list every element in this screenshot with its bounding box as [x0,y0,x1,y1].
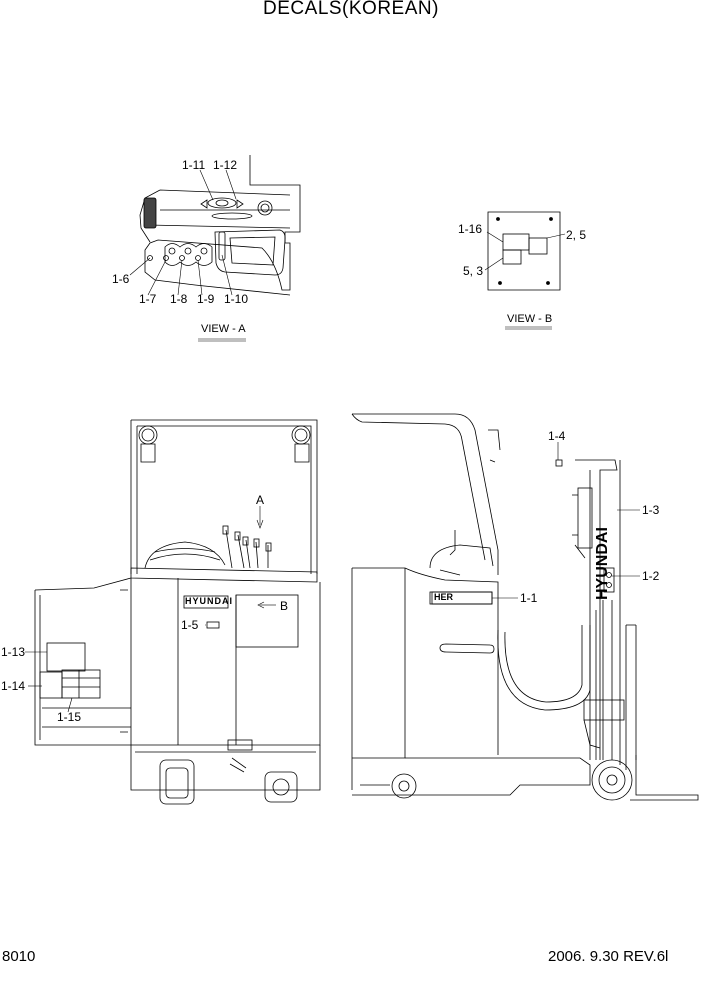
view-a-label: VIEW - A [201,323,246,335]
callout-1-1: 1-1 [520,591,538,605]
view-a-drawing [129,155,301,342]
callout-1-3: 1-3 [642,503,660,517]
side-plate-text: HER [434,592,454,602]
view-b-drawing [484,211,566,330]
callout-1-10: 1-10 [224,292,249,306]
callout-1-12: 1-12 [213,158,238,172]
callout-b: B [280,599,289,613]
callout-1-11: 1-11 [182,158,206,172]
page-title: DECALS(KOREAN) [263,0,439,19]
callout-1-5: 1-5 [181,618,199,632]
callout-1-9: 1-9 [197,292,215,306]
callout-1-8: 1-8 [170,292,188,306]
callout-1-4: 1-4 [548,429,566,443]
front-view-drawing [25,419,321,805]
callout-1-15: 1-15 [57,710,82,724]
callout-1-16: 1-16 [458,222,483,236]
callout-2-5: 2, 5 [566,228,587,242]
callout-1-2: 1-2 [642,569,660,583]
callout-a: A [256,493,265,507]
mast-brand-text: HYUNDAI [594,527,611,600]
page-number: 8010 [2,948,36,965]
view-b-label: VIEW - B [507,313,553,325]
callout-1-13: 1-13 [1,645,26,659]
callout-1-6: 1-6 [112,272,130,286]
front-brand-text: HYUNDAI [185,596,234,606]
side-view-drawing [351,413,699,801]
callout-5-3: 5, 3 [463,264,484,278]
revision-text: 2006. 9.30 REV.6l [548,948,669,965]
callout-1-7: 1-7 [139,292,157,306]
callout-1-14: 1-14 [1,679,26,693]
